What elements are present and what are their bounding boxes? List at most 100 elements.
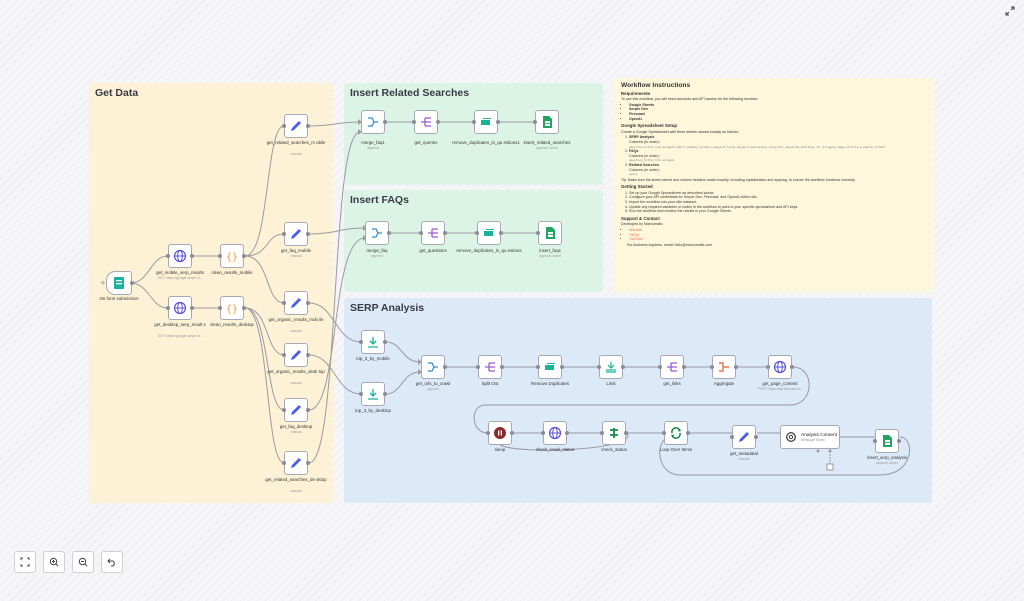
group-insert-related-searches[interactable]: Insert Related Searches: [344, 83, 603, 185]
group-title: Insert FAQs: [350, 194, 409, 206]
sleep-node[interactable]: [486, 421, 514, 445]
group-serp-analysis[interactable]: SERP Analysis: [344, 298, 932, 503]
analysis-content-node[interactable]: Analysis Content Message Model: [780, 425, 840, 449]
node-label: Analysis Content: [801, 432, 837, 438]
node-sublabel: GET: https://google.serper.d...: [157, 334, 203, 338]
fit-view-icon: [20, 557, 30, 567]
website-link[interactable]: Website: [629, 228, 642, 233]
node-sublabel: manual: [290, 430, 302, 434]
node-label: Split Out: [481, 381, 499, 386]
get-faq-mobile-node[interactable]: [282, 222, 310, 246]
google-sheets-icon: [543, 116, 552, 128]
get-faq-desktop-node[interactable]: [282, 398, 310, 422]
pause-icon: [494, 427, 506, 439]
openai-icon: [786, 432, 796, 442]
pencil-icon: [291, 298, 301, 308]
insert-serp-analysis-node[interactable]: [873, 429, 901, 453]
notes-sheet-heading: Google Spreadsheet Setup: [621, 123, 678, 129]
merge-icon: [428, 362, 438, 372]
merge-faq-node[interactable]: [365, 221, 391, 245]
step-item: Import the workflow into your n8n instan…: [629, 200, 926, 205]
merge-faq1-node[interactable]: [361, 110, 387, 134]
node-sublabel: POST: https://api.firecrawl.d...: [757, 387, 803, 391]
remove-duplicates-in-questions1-node[interactable]: [472, 110, 500, 134]
links-list: Website TikTok YouTube: [621, 228, 926, 242]
check-crawl-status-node[interactable]: [541, 421, 569, 445]
globe-icon: [548, 426, 562, 440]
google-sheets-icon: [546, 227, 555, 239]
group-title: SERP Analysis: [350, 302, 425, 314]
clean-results-desktop-node[interactable]: {}: [218, 296, 246, 320]
get-mobile-serp-results-node[interactable]: [166, 244, 194, 268]
node-label: remove_duplicates_in_qu estions: [456, 248, 522, 253]
aggregate-icon: [719, 362, 729, 372]
node-label: Limit: [606, 381, 616, 386]
if-icon: [610, 428, 618, 438]
get-organic-results-desktop-node[interactable]: [282, 343, 310, 367]
pencil-icon: [291, 405, 301, 415]
node-label: clean_results_desktop: [210, 322, 254, 327]
node-label: get_organic_results_mob ile: [268, 317, 324, 322]
workflow-instructions-note[interactable]: Workflow Instructions Requirements To us…: [613, 78, 934, 292]
aggregate-node[interactable]: [710, 355, 738, 379]
node-sublabel: append: sheet: [539, 254, 561, 258]
fit-view-button[interactable]: [14, 551, 36, 573]
notes-sheet-text: Create a Google Spreadsheet with three s…: [621, 129, 739, 134]
node-label: merge_faq1: [361, 140, 385, 145]
zoom-in-icon: [49, 557, 59, 567]
top-3-by-mobile-node[interactable]: [359, 330, 387, 354]
service-item: Firecrawl: [629, 112, 926, 117]
reset-zoom-button[interactable]: [101, 551, 123, 573]
get-organic-results-mobile-node[interactable]: [282, 291, 310, 315]
get-desktop-serp-result-node[interactable]: [166, 296, 194, 320]
insert-faqs-node[interactable]: [536, 221, 562, 245]
get-queries-node[interactable]: [412, 110, 440, 134]
node-label: get_organic_results_desk top: [267, 369, 325, 374]
top-3-by-desktop-node[interactable]: [359, 382, 387, 406]
node-sublabel: manual: [290, 489, 302, 493]
node-label: get_faq_mobile: [280, 248, 312, 253]
globe-icon: [773, 360, 787, 374]
split-out-node[interactable]: [476, 355, 504, 379]
tiktok-link[interactable]: TikTok: [629, 232, 640, 237]
insert-related-searches-node[interactable]: [533, 110, 559, 134]
form-trigger-node[interactable]: [106, 271, 134, 295]
node-label: remove_duplicates_in_qu estions1: [452, 140, 520, 145]
merge-icon: [368, 117, 378, 127]
check-status-node[interactable]: [600, 421, 628, 445]
node-label: get_questions: [419, 248, 447, 253]
youtube-link[interactable]: YouTube: [629, 237, 644, 242]
get-questions-node[interactable]: [419, 221, 447, 245]
globe-icon: [173, 301, 187, 315]
get-links-node[interactable]: [658, 355, 686, 379]
code-icon: {}: [226, 304, 238, 315]
node-sublabel: append: sheet: [536, 146, 558, 150]
remove-duplicates-node[interactable]: [536, 355, 564, 379]
get-page-content-node[interactable]: [766, 355, 794, 379]
clean-results-mobile-node[interactable]: {}: [218, 244, 246, 268]
notes-business: For business inquiries, email: hello@mar…: [627, 242, 713, 247]
loop-over-items-node[interactable]: [662, 421, 690, 445]
get-metadata-node[interactable]: [730, 425, 758, 449]
zoom-out-button[interactable]: [72, 551, 94, 573]
remove-duplicates-icon: [484, 229, 494, 236]
node-sublabel: manual: [290, 152, 302, 156]
get-related-searches-mobile-node[interactable]: [282, 114, 310, 138]
node-label: get_metadatal: [730, 451, 758, 456]
svg-text:{}: {}: [226, 252, 238, 263]
node-label: Loop Over Items: [659, 447, 693, 452]
sort-icon: [368, 389, 378, 400]
node-sublabel: manual: [290, 381, 302, 385]
notes-start-heading: Getting Started: [621, 184, 653, 190]
get-related-searches-desktop-node[interactable]: [282, 451, 310, 475]
expand-icon[interactable]: [1005, 6, 1015, 16]
step-item: Update any required variables or nodes i…: [629, 205, 926, 210]
get-urls-to-crawl-node[interactable]: [421, 355, 447, 379]
service-item: Serper Dev: [629, 107, 926, 112]
remove-duplicates-in-questions-node[interactable]: [475, 221, 503, 245]
zoom-in-button[interactable]: [43, 551, 65, 573]
limit-node[interactable]: [597, 355, 625, 379]
node-sublabel: append: [367, 146, 379, 150]
